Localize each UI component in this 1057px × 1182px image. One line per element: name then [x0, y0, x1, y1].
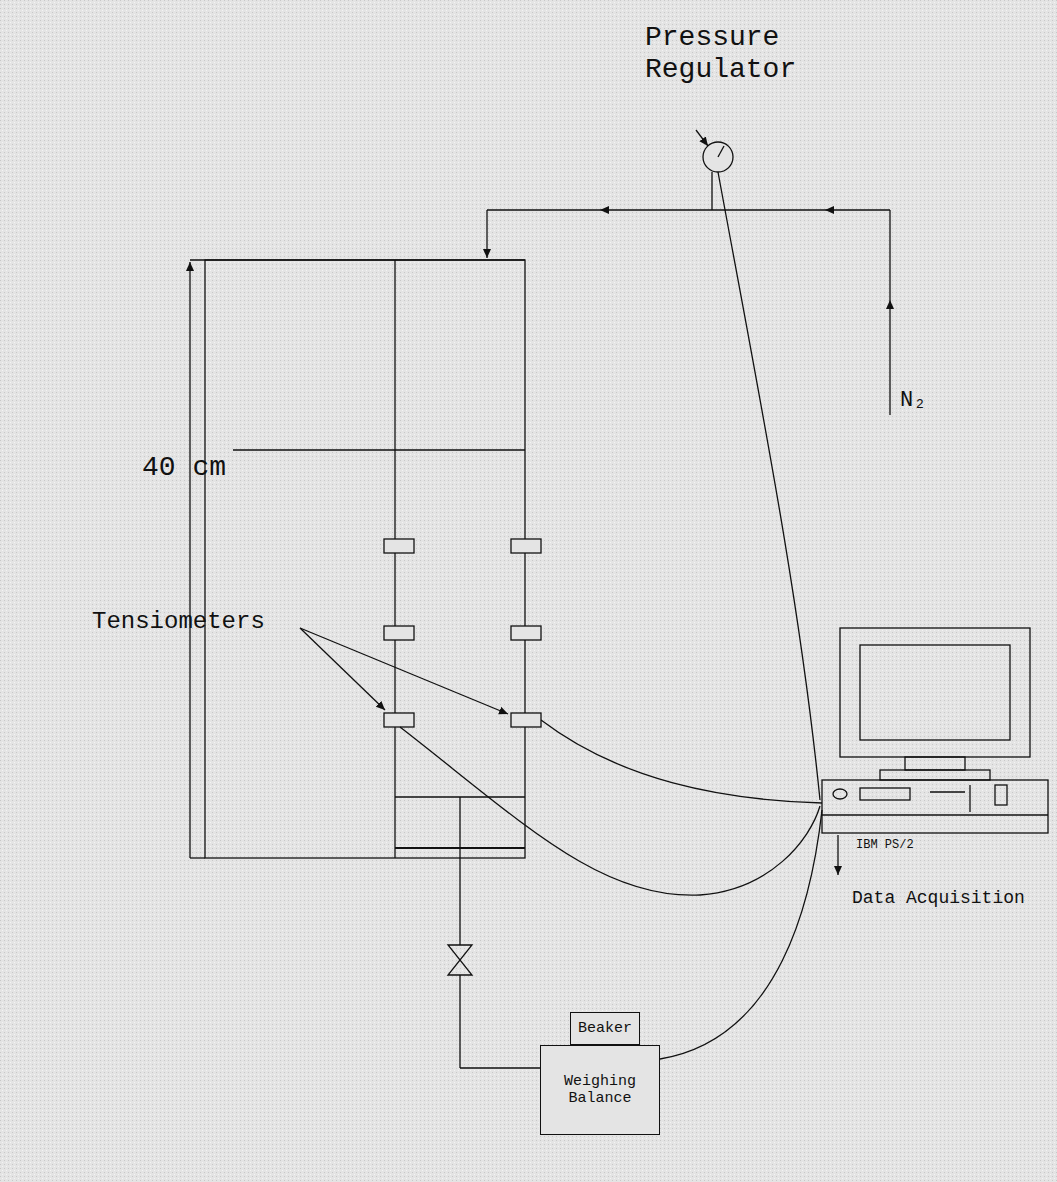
dimension-line — [190, 857, 205, 858]
gas-line — [889, 210, 890, 300]
drive-slot — [995, 785, 1007, 805]
signal-wire — [718, 172, 820, 800]
regulator-gauge — [703, 142, 733, 172]
node-text: Weighing Balance — [552, 1073, 648, 1107]
valve-symbol — [448, 945, 472, 975]
output-arrow — [837, 835, 838, 875]
leader-line — [300, 628, 385, 710]
regulator-stem — [711, 172, 712, 210]
node-text: Beaker — [578, 1020, 632, 1037]
tensiometer-symbol — [384, 539, 541, 727]
gas-line — [487, 209, 600, 210]
dimension-label: 40 cm — [142, 452, 226, 484]
power-button — [833, 789, 847, 799]
gauge-needle — [718, 146, 724, 157]
drain-pipe — [459, 975, 460, 1068]
gas-label: N₂ — [900, 388, 926, 413]
dimension-line — [190, 259, 525, 260]
part-label: Tensiometers — [92, 608, 265, 636]
drive-slot — [860, 788, 910, 800]
signal-wire — [541, 720, 822, 803]
gas-line — [889, 300, 890, 415]
part-label: Pressure Regulator — [645, 22, 835, 86]
gas-line — [486, 210, 487, 258]
signal-wire — [400, 727, 820, 895]
leader-line — [300, 628, 508, 714]
monitor-stand — [880, 770, 990, 780]
computer-case-detail — [822, 814, 1048, 815]
monitor-neck — [905, 757, 965, 770]
drive-slot — [930, 791, 965, 792]
column-divider — [394, 260, 395, 858]
drain-pipe — [459, 797, 460, 945]
leader-line — [696, 130, 708, 146]
beaker-box: Beaker — [570, 1012, 640, 1045]
column-level — [233, 449, 525, 450]
signal-wire — [660, 810, 822, 1059]
node-text: IBM PS/2 — [856, 838, 914, 852]
dimension-arrow — [189, 262, 190, 858]
column-outline — [205, 260, 525, 858]
computer-case — [822, 780, 1048, 833]
balance-box: Weighing Balance — [540, 1045, 660, 1135]
computer-node: IBM PS/2 — [822, 780, 1048, 852]
drive-slot — [969, 785, 970, 812]
monitor-screen — [860, 645, 1010, 740]
monitor-outline — [840, 628, 1030, 757]
signal-label: Data Acquisition — [852, 888, 1025, 909]
gas-line — [825, 209, 890, 210]
